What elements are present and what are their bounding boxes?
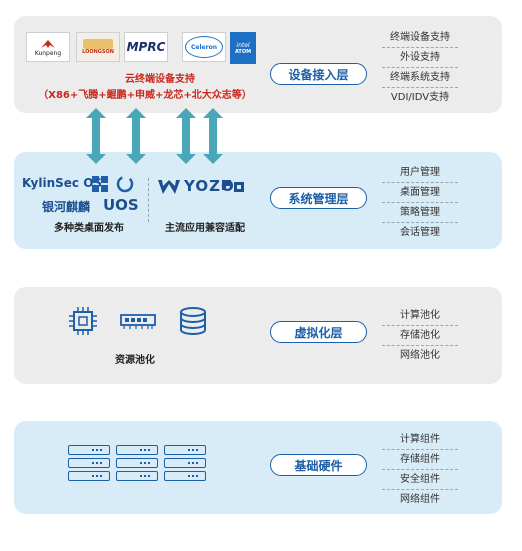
layer-button-hardware[interactable]: 基础硬件 — [270, 454, 367, 476]
layer-button-system-management[interactable]: 系统管理层 — [270, 187, 367, 209]
list-item: 终端设备支持 — [382, 28, 458, 48]
device-caption-detail: （X86+飞腾+鲲鹏+申威+龙芯+北大众志等） — [38, 90, 252, 101]
list-item: 存储池化 — [382, 326, 458, 346]
uos-logo: UOS — [103, 196, 139, 214]
bidirectional-arrow-icon — [126, 108, 146, 164]
list-item: 网络组件 — [400, 494, 440, 505]
virtualization-panel — [14, 287, 502, 384]
list-item: 会话管理 — [400, 227, 440, 238]
wps-icon — [158, 180, 180, 194]
app-caption: 主流应用兼容适配 — [165, 223, 245, 234]
bidirectional-arrow-icon — [86, 108, 106, 164]
system-management-features: 用户管理 桌面管理 策略管理 会话管理 — [382, 163, 458, 242]
server-icon — [164, 445, 206, 484]
intel-celeron-logo: Celeron — [182, 32, 226, 62]
server-icon — [116, 445, 158, 484]
system-management-panel — [14, 152, 502, 249]
yozo-logo: YOZO — [184, 177, 235, 195]
server-icon — [68, 445, 110, 484]
office-app-icon — [222, 180, 244, 192]
kunpeng-logo: Kunpeng — [26, 32, 70, 62]
layer-button-device-access[interactable]: 设备接入层 — [270, 63, 367, 85]
kylin-logo: 银河麒麟 — [42, 200, 91, 214]
list-item: 策略管理 — [382, 203, 458, 223]
memory-icon — [120, 314, 156, 329]
device-caption: 云终端设备支持 — [125, 74, 195, 85]
kylinsec-os-logo: KylinSec OS — [22, 176, 103, 190]
distro-swirl-icon — [116, 175, 134, 193]
list-item: VDI/IDV支持 — [390, 92, 450, 103]
list-item: 存储组件 — [382, 450, 458, 470]
list-item: 网络池化 — [400, 350, 440, 361]
intel-atom-logo: intel ATOM — [230, 32, 256, 64]
loongson-logo: LOONGSON — [76, 32, 120, 62]
list-item: 计算池化 — [382, 306, 458, 326]
list-item: 外设支持 — [382, 48, 458, 68]
divider — [148, 178, 149, 222]
windows-icon — [92, 176, 108, 192]
list-item: 安全组件 — [382, 470, 458, 490]
bidirectional-arrow-icon — [176, 108, 196, 164]
cpu-icon — [69, 307, 97, 335]
os-caption: 多种类桌面发布 — [54, 223, 124, 234]
bidirectional-arrow-icon — [203, 108, 223, 164]
list-item: 终端系统支持 — [382, 68, 458, 88]
layer-button-virtualization[interactable]: 虚拟化层 — [270, 321, 367, 343]
list-item: 计算组件 — [382, 430, 458, 450]
storage-icon — [180, 307, 206, 335]
virtualization-features: 计算池化 存储池化 网络池化 — [382, 306, 458, 365]
hardware-features: 计算组件 存储组件 安全组件 网络组件 — [382, 430, 458, 509]
list-item: 用户管理 — [382, 163, 458, 183]
list-item: 桌面管理 — [382, 183, 458, 203]
device-access-features: 终端设备支持 外设支持 终端系统支持 VDI/IDV支持 — [382, 28, 458, 107]
mprc-logo: MPRC — [124, 32, 168, 62]
resource-pool-caption: 资源池化 — [115, 355, 155, 366]
